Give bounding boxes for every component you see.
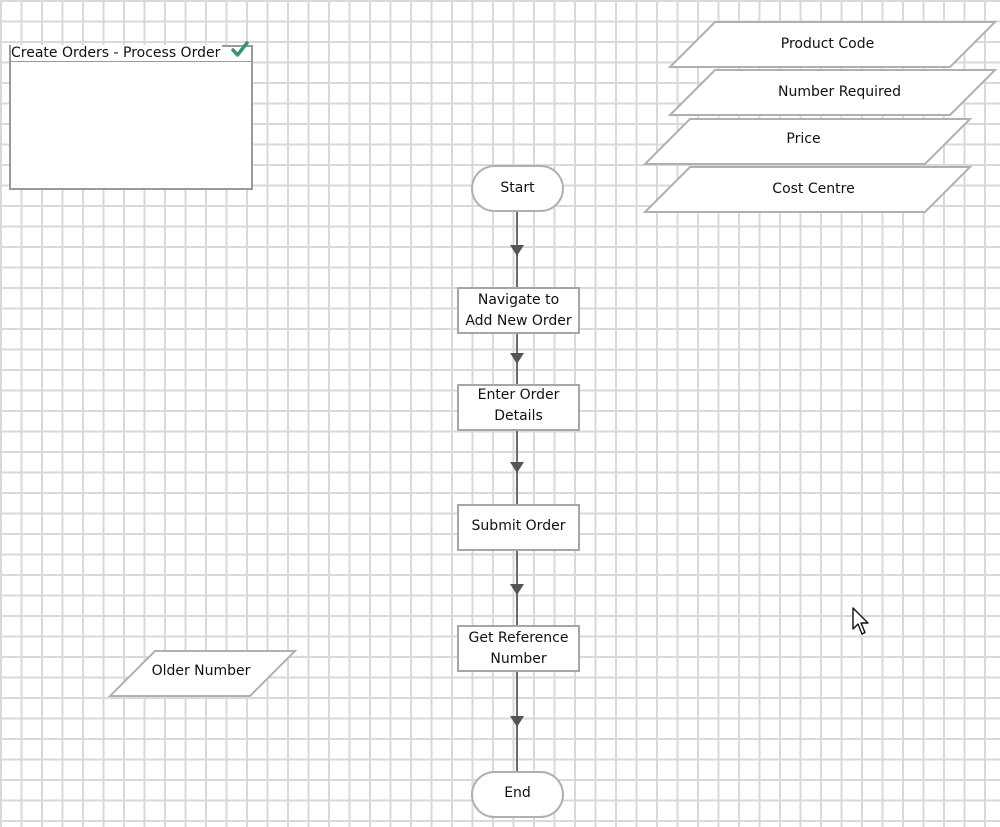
- process-step-get-reference[interactable]: [457, 625, 580, 672]
- arrowhead: [510, 462, 524, 473]
- input-label-number-required: Number Required: [778, 84, 901, 100]
- data-input-number-required[interactable]: [667, 69, 998, 116]
- input-label-price: Price: [786, 131, 821, 147]
- input-label-cost-centre: Cost Centre: [772, 181, 855, 197]
- step-label-line: Add New Order: [465, 313, 572, 329]
- end-label: End: [504, 785, 531, 801]
- arrowhead: [510, 245, 524, 256]
- step-label-line: Number: [490, 651, 547, 667]
- start-terminator[interactable]: [471, 165, 564, 212]
- step-label-line: Enter Order: [477, 387, 560, 403]
- arrowhead: [510, 584, 524, 595]
- input-label-product-code: Product Code: [780, 36, 875, 52]
- process-frame[interactable]: Create Orders - Process Order: [9, 41, 253, 190]
- step-submit-label: Submit Order: [471, 518, 566, 534]
- arrowhead: [510, 716, 524, 727]
- start-label: Start: [500, 180, 535, 196]
- output-label-older-number: Older Number: [151, 663, 251, 679]
- end-terminator[interactable]: [471, 771, 564, 818]
- arrowhead: [510, 353, 524, 364]
- frame-header: Create Orders - Process Order: [11, 41, 251, 62]
- data-input-product-code[interactable]: [667, 21, 998, 68]
- arrowheads: [510, 245, 524, 727]
- data-input-price[interactable]: [642, 118, 973, 165]
- step-enter-details-label: Enter Order Details: [458, 385, 579, 427]
- check-icon: [231, 41, 249, 57]
- arrow-cursor-icon: [852, 607, 869, 635]
- step-get-reference-label: Get Reference Number: [458, 628, 579, 670]
- step-label-line: Details: [494, 408, 543, 424]
- frame-title: Create Orders - Process Order: [11, 45, 223, 61]
- step-navigate-label: Navigate to Add New Order: [458, 290, 579, 332]
- process-step-navigate[interactable]: [457, 287, 580, 334]
- data-input-cost-centre[interactable]: [642, 166, 973, 213]
- data-output-older-number[interactable]: [107, 650, 298, 697]
- step-label-line: Get Reference: [468, 630, 569, 646]
- process-step-submit[interactable]: [457, 504, 580, 551]
- process-step-enter-details[interactable]: [457, 384, 580, 431]
- step-label-line: Navigate to: [477, 292, 560, 308]
